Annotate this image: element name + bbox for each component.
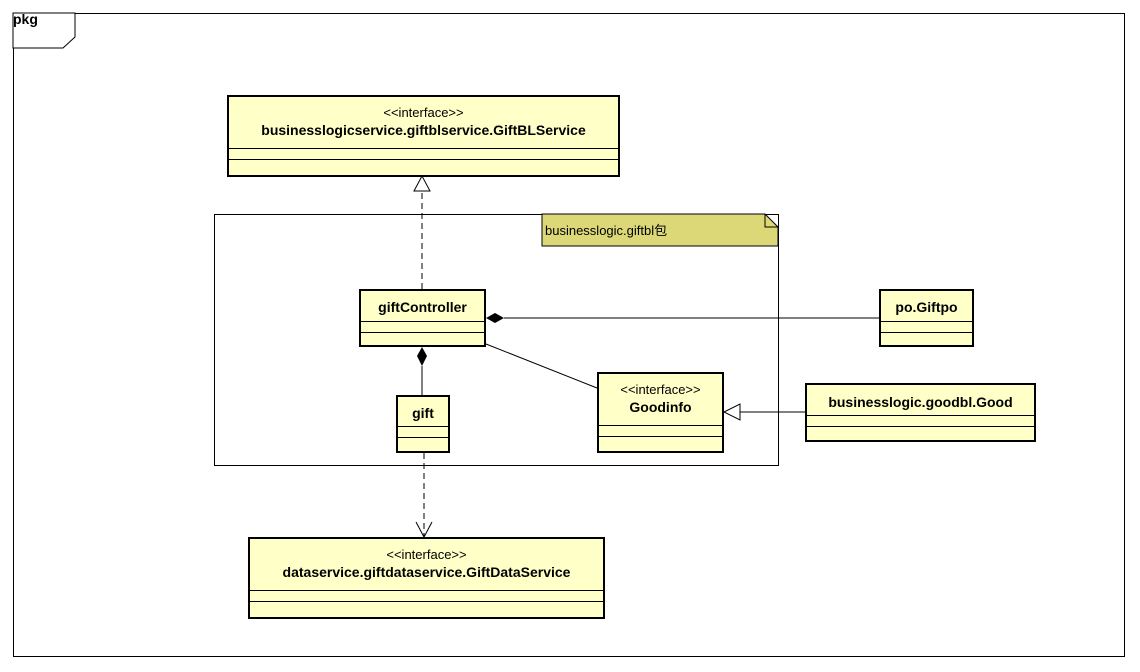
frame-tab <box>12 12 76 49</box>
class-name: gift <box>412 405 434 421</box>
attribute-separator <box>361 321 484 322</box>
operation-separator <box>599 436 722 437</box>
class-giftpo[interactable]: po.Giftpo <box>879 289 974 347</box>
class-giftcontroller[interactable]: giftController <box>359 289 486 347</box>
attribute-separator <box>398 426 448 427</box>
class-name: giftController <box>378 299 467 315</box>
generalization-arrowhead <box>722 403 741 421</box>
composition-diamond-giftpo <box>486 313 504 323</box>
package-boundary <box>214 214 779 466</box>
composition-diamond-gift <box>417 347 427 366</box>
class-name: Goodinfo <box>629 399 692 415</box>
stereotype-label: <<interface>> <box>620 382 701 397</box>
operation-separator <box>807 426 1034 427</box>
frame-label: pkg <box>13 11 38 27</box>
attribute-separator <box>881 321 972 322</box>
class-goodinfo[interactable]: <<interface>> Goodinfo <box>597 372 724 453</box>
operation-separator <box>881 332 972 333</box>
stereotype-label: <<interface>> <box>383 105 464 120</box>
diagram-frame <box>13 13 1125 657</box>
package-label: businesslogic.giftbl包 <box>545 223 668 238</box>
operation-separator <box>229 159 618 160</box>
class-good[interactable]: businesslogic.goodbl.Good <box>805 383 1036 442</box>
attribute-separator <box>250 590 603 591</box>
class-name: businesslogicservice.giftblservice.GiftB… <box>261 122 586 138</box>
class-giftdataservice[interactable]: <<interface>> dataservice.giftdataservic… <box>248 537 605 619</box>
class-gift[interactable]: gift <box>396 395 450 453</box>
association-line-goodinfo <box>485 343 598 389</box>
class-name: businesslogic.goodbl.Good <box>828 394 1013 410</box>
package-note <box>541 213 779 247</box>
class-name: po.Giftpo <box>895 299 958 315</box>
operation-separator <box>361 332 484 333</box>
class-giftblservice[interactable]: <<interface>> businesslogicservice.giftb… <box>227 95 620 177</box>
operation-separator <box>250 601 603 602</box>
attribute-separator <box>599 425 722 426</box>
note-fold <box>764 214 778 228</box>
attribute-separator <box>229 148 618 149</box>
stereotype-label: <<interface>> <box>386 547 467 562</box>
realization-arrowhead <box>413 174 431 192</box>
class-name: dataservice.giftdataservice.GiftDataServ… <box>282 564 571 580</box>
attribute-separator <box>807 415 1034 416</box>
operation-separator <box>398 437 448 438</box>
